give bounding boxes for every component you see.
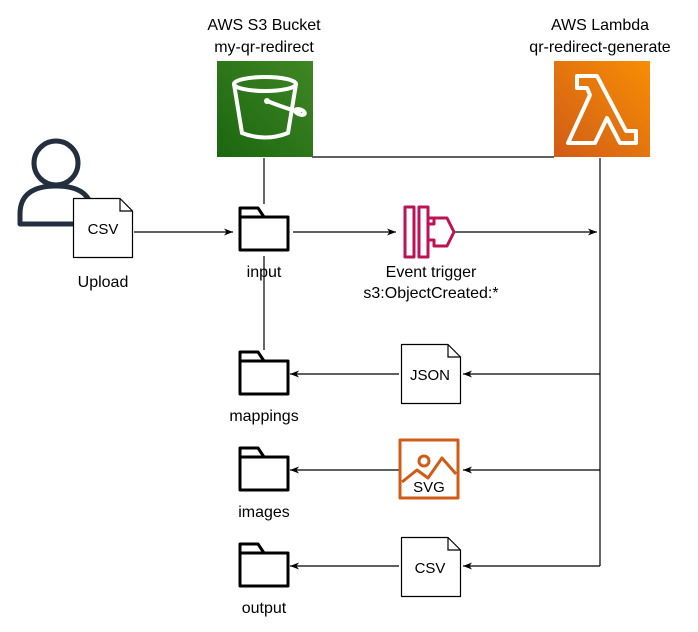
csv-file-label: CSV bbox=[415, 560, 446, 577]
json-file: JSON bbox=[400, 343, 462, 405]
folder-output: output bbox=[238, 542, 290, 617]
folder-icon bbox=[238, 350, 290, 396]
lambda-icon bbox=[566, 74, 638, 145]
folder-label-mappings: mappings bbox=[229, 408, 298, 425]
s3-subtitle: my-qr-redirect bbox=[214, 39, 314, 56]
upload-file-label: CSV bbox=[88, 221, 119, 238]
json-file-label: JSON bbox=[410, 367, 450, 384]
folder-icon bbox=[238, 542, 290, 588]
eventbridge-icon bbox=[403, 205, 456, 259]
folder-images: images bbox=[238, 446, 290, 521]
folder-input: input bbox=[238, 206, 290, 281]
user-node: CSV Upload bbox=[17, 138, 134, 291]
lambda-node: AWS Lambda qr-redirect-generate bbox=[529, 17, 671, 157]
s3-title: AWS S3 Bucket bbox=[207, 17, 321, 34]
svg-file: SVG bbox=[398, 438, 460, 500]
event-trigger-label: Event trigger bbox=[386, 264, 477, 281]
svg-file-label: SVG bbox=[413, 479, 445, 496]
s3-bucket-icon bbox=[232, 75, 307, 140]
upload-label: Upload bbox=[78, 274, 129, 291]
folder-icon bbox=[238, 206, 290, 252]
csv-file: CSV bbox=[400, 536, 462, 598]
folder-label-output: output bbox=[242, 600, 287, 617]
folder-label-images: images bbox=[238, 504, 290, 521]
folder-label-input: input bbox=[247, 264, 282, 281]
image-file-icon bbox=[398, 438, 460, 500]
connectors bbox=[134, 156, 601, 570]
event-trigger-node: Event trigger s3:ObjectCreated:* bbox=[363, 205, 499, 302]
s3-node: AWS S3 Bucket my-qr-redirect bbox=[207, 17, 321, 157]
folder-mappings: mappings bbox=[229, 350, 299, 425]
event-type-label: s3:ObjectCreated:* bbox=[363, 285, 498, 302]
folder-icon bbox=[238, 446, 290, 492]
lambda-subtitle: qr-redirect-generate bbox=[529, 39, 671, 56]
lambda-title: AWS Lambda bbox=[551, 17, 649, 34]
